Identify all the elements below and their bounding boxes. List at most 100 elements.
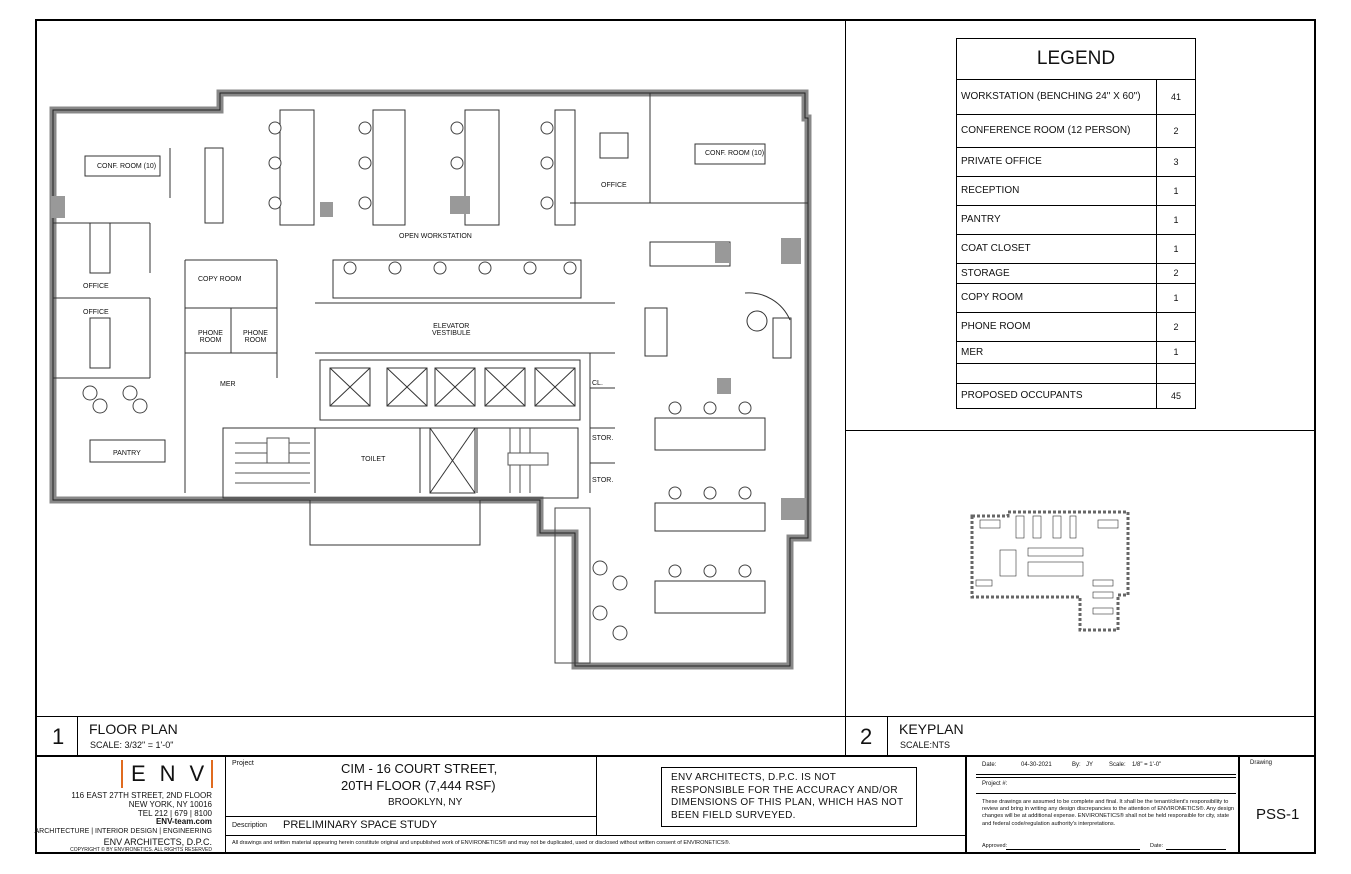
label-office-2: OFFICE [83,309,109,316]
meta-left-divider [965,757,967,854]
firm-website: ENV-team.com [155,817,212,826]
title-block-line [35,755,1316,757]
firm-tel: TEL 212 | 679 | 8100 [137,809,212,818]
drawing1-divider [77,716,78,755]
label-conf-room-left: CONF. ROOM (10) [97,163,157,170]
label-open-workstation: OPEN WORKSTATION [399,233,472,240]
drawing2-scale: SCALE:NTS [900,740,951,750]
legend-qty: 3 [1156,147,1195,177]
meta-approved-label: Approved: [982,843,1008,849]
label-pantry: PANTRY [113,450,141,457]
label-phone-room-2: PHONE ROOM [243,330,268,344]
legend-label: PRIVATE OFFICE [957,147,1157,177]
meta-date-box [976,758,1236,775]
legend-label: PHONE ROOM [957,312,1157,342]
firm-divider [225,757,226,854]
label-closet: CL. [592,380,603,387]
legend-qty: 1 [1156,205,1195,235]
legend-row [957,363,1195,384]
keyplan-thumbnail [970,510,1130,632]
drawing-box-label: Drawing [1250,760,1273,766]
drawing2-number: 2 [860,724,873,749]
project-desc-line [225,816,596,817]
drawing-number: PSS-1 [1256,806,1300,823]
meta-date-label: Date: [982,762,997,768]
legend-qty: 2 [1156,263,1195,284]
disclaimer-text: ENV ARCHITECTS, D.P.C. IS NOT RESPONSIBL… [671,772,904,821]
legend-label: COPY ROOM [957,283,1157,313]
meta-by-label: By: [1072,762,1081,768]
legend-row: CONFERENCE ROOM (12 PERSON)2 [957,114,1195,148]
meta-scale-label: Scale: [1109,762,1126,768]
legend-qty: 1 [1156,176,1195,206]
drawing2-title: KEYPLAN [899,721,964,737]
label-storage-2: STOR. [592,477,614,484]
meta-notes: These drawings are assumed to be complet… [982,799,1234,827]
legend-label [957,363,1157,384]
project-footer-line [225,835,965,836]
legend-label: MER [957,341,1157,364]
legend-qty: 1 [1156,234,1195,264]
label-storage-1: STOR. [592,435,614,442]
sheet-divider-vertical [845,19,846,755]
label-mer: MER [220,381,236,388]
legend-qty: 1 [1156,283,1195,313]
drawing1-number: 1 [52,724,65,749]
drawing-sheet [35,19,1316,854]
legend-label: PANTRY [957,205,1157,235]
legend-table: WORKSTATION (BENCHING 24" X 60")41 CONFE… [957,80,1195,408]
legend-qty: 2 [1156,114,1195,148]
legend-label: WORKSTATION (BENCHING 24" X 60") [957,80,1157,115]
project-footer-note: All drawings and written material appear… [232,840,731,846]
label-conf-room-right: CONF. ROOM (10) [705,150,765,157]
description-label: Description [232,822,268,829]
legend-label: STORAGE [957,263,1157,284]
label-copy-room: COPY ROOM [198,276,242,283]
meta-scale: 1/8" = 1'-0" [1132,762,1162,768]
meta-date2-label: Date: [1150,843,1164,849]
firm-address2: NEW YORK, NY 10016 [128,800,212,809]
firm-address1: 116 EAST 27TH STREET, 2ND FLOOR [71,791,212,800]
project-label: Project [232,760,254,767]
meta-project-no-label: Project #: [982,781,1008,787]
meta-date: 04-30-2021 [1021,762,1052,768]
floor-plan [49,89,812,670]
legend-qty: 2 [1156,312,1195,342]
label-toilet: TOILET [361,456,386,463]
drawing1-title: FLOOR PLAN [89,721,178,737]
firm-logo-text: ENV [131,761,219,786]
label-phone-room-1: PHONE ROOM [198,330,223,344]
label-strip-line [35,716,1316,717]
project-line2: 20TH FLOOR (7,444 RSF) [341,778,496,793]
firm-logo: ENV [121,760,213,788]
sheet-divider-right [845,430,1315,431]
date2-line [1166,849,1226,850]
approved-line [1006,849,1140,850]
firm-name: ENV ARCHITECTS, D.P.C. [103,837,212,847]
meta-project-box [976,777,1236,794]
legend-label: COAT CLOSET [957,234,1157,264]
project-city: BROOKLYN, NY [388,797,463,808]
legend-label: RECEPTION [957,176,1157,206]
legend-qty [1156,363,1195,384]
project-description: PRELIMINARY SPACE STUDY [283,819,438,831]
firm-services: ARCHITECTURE | INTERIOR DESIGN | ENGINEE… [34,828,213,835]
legend-label: CONFERENCE ROOM (12 PERSON) [957,114,1157,148]
label-elevator-vestibule: ELEVATOR VESTIBULE [432,323,471,337]
label-office-1: OFFICE [83,283,109,290]
drawing-box-divider [1238,757,1240,854]
meta-by: JY [1086,762,1094,768]
disclaimer-box: ENV ARCHITECTS, D.P.C. IS NOT RESPONSIBL… [661,767,917,827]
drawing2-divider [887,716,888,755]
project-right-divider [596,757,597,835]
legend-row: WORKSTATION (BENCHING 24" X 60")41 [957,80,1195,115]
firm-copyright: COPYRIGHT © BY ENVIRONETICS. ALL RIGHTS … [70,847,212,853]
